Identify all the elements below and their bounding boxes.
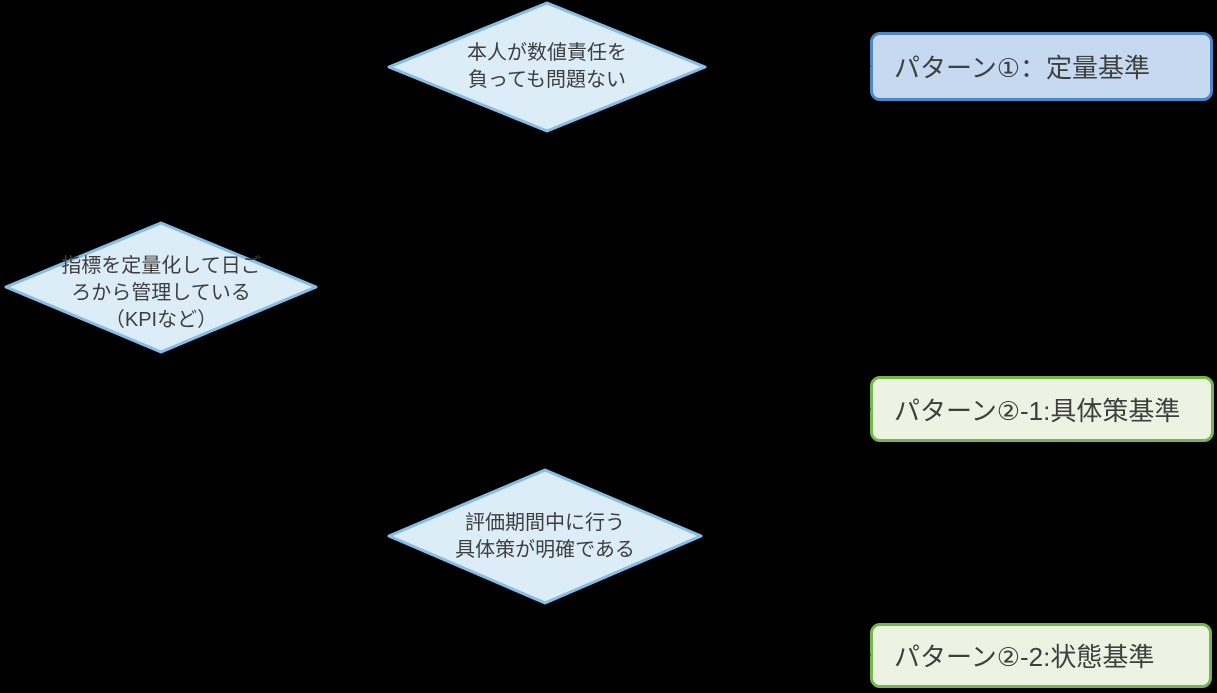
decision-text-line: 本人が数値責任を [467,42,627,64]
decision-label: 評価期間中に行う 具体策が明確である [387,468,703,605]
decision-numeric-responsibility: 本人が数値責任を 負っても問題ない [387,1,707,133]
connector-arrowhead-icon [859,648,871,662]
diamond-shape [387,468,703,605]
decision-kpi-managed: 指標を定量化して日ご ろから管理している （KPIなど） [4,221,318,354]
diamond-shape [4,221,318,354]
decision-concrete-actions: 評価期間中に行う 具体策が明確である [387,468,703,605]
pattern-label: パターン①：定量基準 [894,53,1151,83]
decision-text-line: （KPIなど） [104,309,218,331]
decision-label: 本人が数値責任を 負っても問題ない [387,1,707,133]
diamond-shape [387,1,707,133]
pattern-label: パターン②-1:具体策基準 [894,395,1181,426]
pattern-box-quantitative: パターン①：定量基準 [870,32,1213,101]
connector-arrowhead-icon [859,402,871,416]
pattern-label: パターン②-2:状態基準 [894,642,1155,672]
decision-text-line: 負っても問題ない [468,69,626,91]
decision-text-line: 具体策が明確である [455,538,635,561]
decision-text-line: ろから管理している [71,282,251,304]
decision-text-line: 評価期間中に行う [465,511,625,534]
decision-text-line: 指標を定量化して日ご [61,255,261,277]
decision-label: 指標を定量化して日ご ろから管理している （KPIなど） [4,221,318,354]
pattern-box-state-criteria: パターン②-2:状態基準 [870,623,1212,688]
connector-arrowhead-icon [859,59,871,73]
pattern-box-concrete-measures: パターン②-1:具体策基準 [870,376,1214,442]
